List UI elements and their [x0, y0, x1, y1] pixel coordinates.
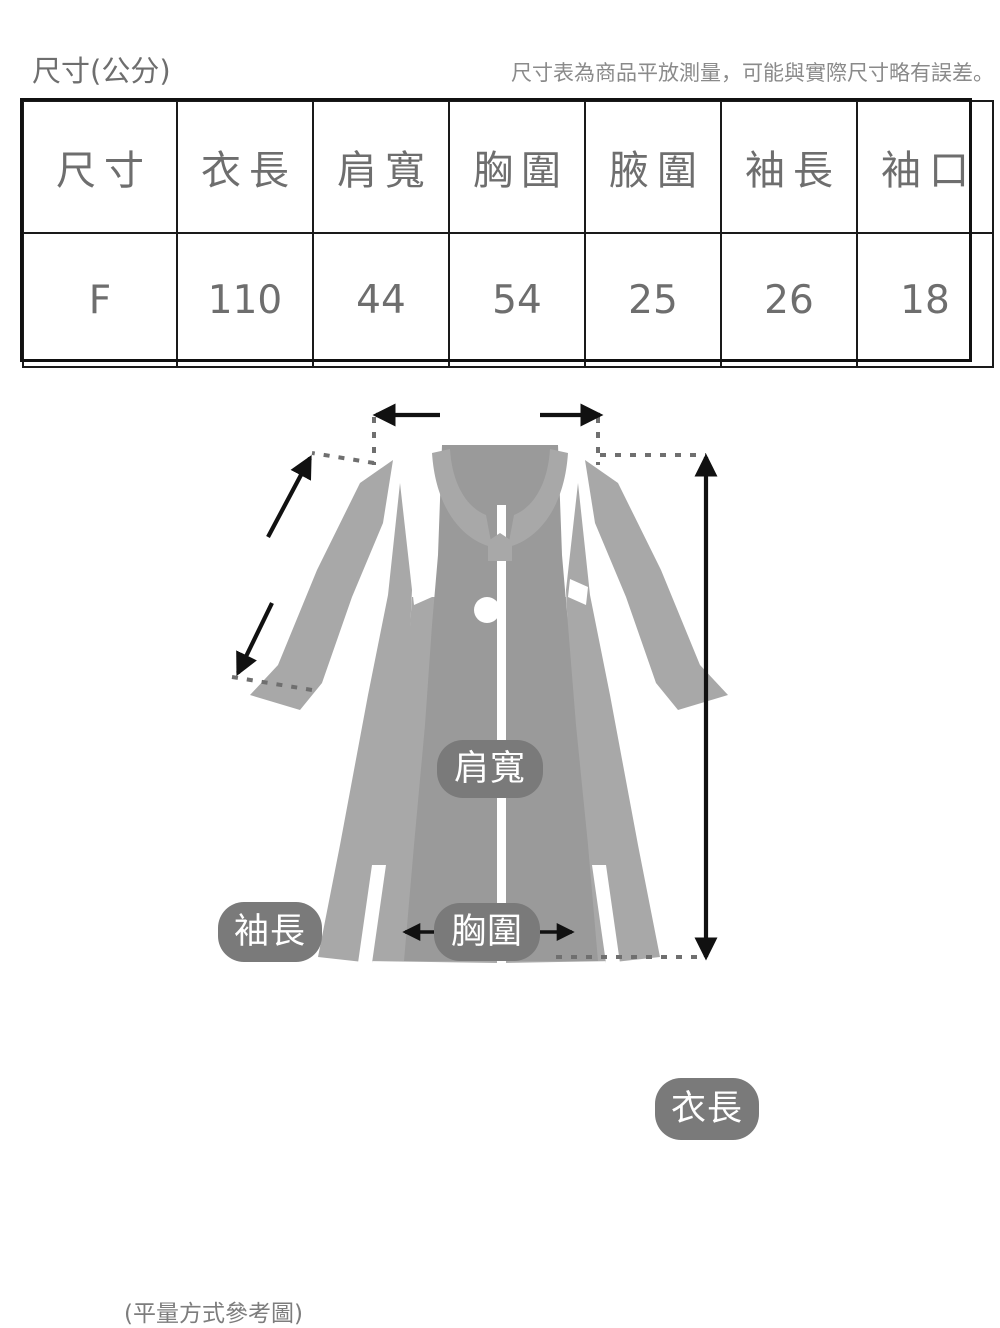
center-placket-line — [497, 505, 506, 963]
sleeve-top-guide — [311, 451, 375, 465]
measurement-diagram: 肩寬 袖長 胸圍 衣長 (平量方式參考圖) — [0, 365, 1000, 1327]
label-sleeve-length: 袖長 — [218, 902, 322, 962]
table-header-row: 尺寸 衣長 肩寬 胸圍 腋圍 袖長 袖口 — [22, 100, 994, 234]
arrows — [236, 403, 718, 961]
column-header-sleeve-length: 袖長 — [720, 100, 858, 234]
column-header-bust: 胸圍 — [448, 100, 586, 234]
left-skirt-gap — [358, 865, 386, 963]
cell-size: F — [22, 232, 178, 368]
right-skirt-gap — [592, 865, 620, 963]
front-button — [474, 597, 500, 623]
size-chart-table: 尺寸 衣長 肩寬 胸圍 腋圍 袖長 袖口 F 110 44 54 25 26 1… — [22, 100, 994, 368]
column-header-armhole: 腋圍 — [584, 100, 722, 234]
label-body-length: 衣長 — [655, 1078, 759, 1140]
size-table-container: 尺寸 衣長 肩寬 胸圍 腋圍 袖長 袖口 F 110 44 54 25 26 1… — [20, 98, 994, 368]
label-bust: 胸圍 — [434, 903, 540, 961]
cell-bust: 54 — [448, 232, 586, 368]
coat-silhouette-svg — [231, 403, 728, 963]
column-header-body-length: 衣長 — [176, 100, 314, 234]
right-waist-notch — [568, 579, 588, 605]
cell-sleeve-length: 26 — [720, 232, 858, 368]
guide-dotted-lines — [231, 417, 706, 959]
cell-body-length: 110 — [176, 232, 314, 368]
garment-silhouette — [250, 445, 728, 963]
diagram-caption: (平量方式參考圖) — [124, 1301, 303, 1327]
column-header-cuff: 袖口 — [856, 100, 994, 234]
page-title: 尺寸(公分) — [32, 54, 171, 88]
label-shoulder-width: 肩寬 — [437, 740, 543, 798]
sleeve-arrow-lower — [236, 602, 274, 677]
column-header-size: 尺寸 — [22, 100, 178, 234]
left-sleeve-shape — [250, 460, 393, 710]
cell-shoulder: 44 — [312, 232, 450, 368]
collar-left-leaf — [432, 449, 492, 547]
collar-centre-notch — [488, 533, 512, 561]
right-sleeve-shape — [585, 460, 728, 710]
column-header-shoulder: 肩寬 — [312, 100, 450, 234]
sleeve-arrow-upper — [266, 454, 312, 538]
table-row: F 110 44 54 25 26 18 — [22, 232, 994, 368]
measurement-disclaimer: 尺寸表為商品平放測量，可能與實際尺寸略有誤差。 — [511, 61, 994, 85]
left-waist-notch — [412, 579, 432, 605]
collar-right-leaf — [508, 449, 568, 547]
sizing-header: 尺寸(公分) 尺寸表為商品平放測量，可能與實際尺寸略有誤差。 — [0, 52, 1000, 96]
cell-cuff: 18 — [856, 232, 994, 368]
cell-armhole: 25 — [584, 232, 722, 368]
